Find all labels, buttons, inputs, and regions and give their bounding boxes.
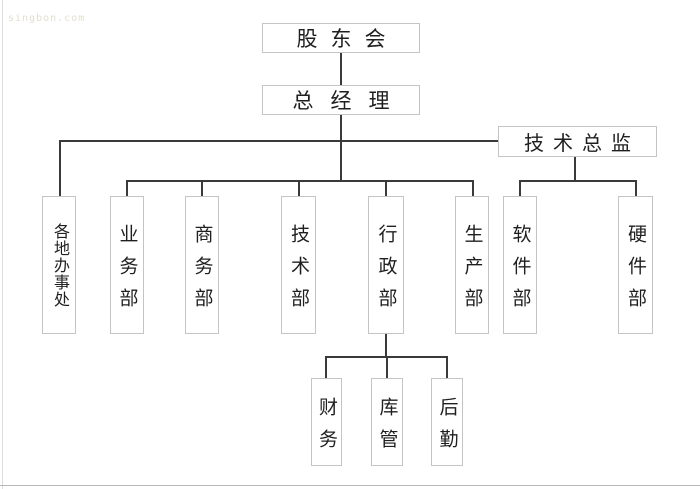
node-dept-administration: 行政部 [368, 196, 404, 334]
connector-drop-production [472, 180, 474, 197]
connector-drop-commerce [201, 180, 203, 197]
node-dept-production: 生产部 [455, 196, 489, 334]
connector-drop-admin [385, 180, 387, 197]
connector-drop-hardware [635, 180, 637, 197]
node-dept-commerce-label: 商务部 [191, 223, 213, 320]
connector-main-bus [126, 180, 474, 182]
node-dept-administration-label: 行政部 [375, 223, 397, 320]
connector-drop-logistics [446, 356, 448, 378]
node-dept-technology: 技术部 [281, 196, 316, 334]
connector-root-to-gm [340, 53, 342, 85]
watermark: singbon.com [8, 13, 86, 24]
connector-cto-down [574, 157, 576, 181]
node-sub-finance: 财务 [311, 378, 342, 466]
node-tech-director-label: 技术总监 [524, 133, 640, 155]
node-dept-hardware: 硬件部 [618, 196, 653, 334]
connector-drop-warehouse [386, 356, 388, 378]
connector-drop-tech [298, 180, 300, 197]
connector-gm-down [340, 115, 342, 181]
connector-branch-horizontal [60, 140, 498, 142]
node-sub-logistics: 后勤 [431, 378, 463, 466]
node-sub-logistics-label: 后勤 [436, 396, 458, 461]
node-general-manager: 总经理 [262, 85, 420, 115]
node-dept-business-label: 业务部 [116, 223, 138, 320]
connector-cto-bus [519, 180, 637, 182]
node-dept-production-label: 生产部 [461, 223, 483, 320]
node-dept-regional-offices-label: 各地办事处 [51, 223, 68, 308]
connector-drop-business [126, 180, 128, 197]
node-dept-regional-offices: 各地办事处 [42, 196, 76, 334]
node-dept-software: 软件部 [503, 196, 537, 334]
node-dept-commerce: 商务部 [185, 196, 219, 334]
node-sub-finance-label: 财务 [316, 396, 337, 461]
node-general-manager-label: 总经理 [292, 89, 407, 113]
node-sub-warehouse-label: 库管 [376, 396, 398, 461]
connector-drop-software [519, 180, 521, 197]
connector-drop-offices [59, 140, 61, 197]
connector-drop-finance [325, 356, 327, 378]
node-shareholders-meeting: 股东会 [262, 23, 420, 53]
node-sub-warehouse: 库管 [371, 378, 403, 466]
node-dept-business: 业务部 [110, 196, 144, 334]
left-edge-line [2, 0, 3, 489]
node-tech-director: 技术总监 [498, 126, 657, 157]
node-shareholders-meeting-label: 股东会 [296, 27, 399, 51]
bottom-edge-line [0, 485, 700, 486]
node-dept-software-label: 软件部 [509, 223, 531, 320]
connector-admin-down [385, 334, 387, 357]
node-dept-hardware-label: 硬件部 [625, 223, 646, 320]
node-dept-technology-label: 技术部 [288, 223, 309, 320]
